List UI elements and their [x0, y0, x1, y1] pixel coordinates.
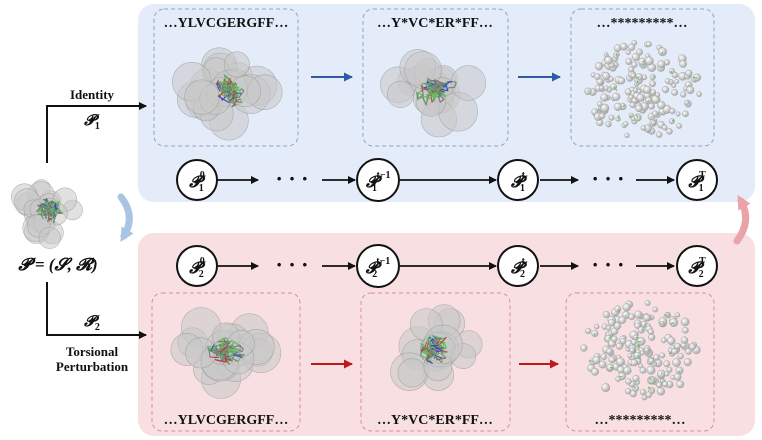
- bottom-box-2: [360, 292, 511, 432]
- identity-branch-line: [46, 102, 147, 163]
- svg-text:𝓟02: 𝓟02: [189, 256, 206, 280]
- protein-input: [11, 179, 83, 249]
- perturbation-branch-line: [46, 282, 147, 339]
- protein-top-1: [172, 47, 283, 141]
- bottom-chain-ellipsis-2: · · ·: [591, 252, 624, 277]
- identity-label: Identity: [70, 87, 115, 102]
- top-seq-3: …*********…: [597, 16, 688, 31]
- blue-curve-arrow: [117, 193, 134, 243]
- bottom-box-3: [565, 292, 715, 432]
- bottom-chain-ellipsis-1: · · ·: [275, 252, 308, 277]
- top-seq-1: …YLVCGERGFF…: [164, 16, 289, 31]
- top-seq-2: …Y*VC*ER*FF…: [377, 16, 493, 31]
- protein-top-3: [584, 40, 702, 139]
- top-box-1: [153, 8, 299, 147]
- input-formula: 𝓟 = (𝓢, 𝓡): [18, 255, 97, 274]
- perturbation-label-line1: Torsional: [66, 344, 119, 359]
- perturbation-label-line2: Perturbation: [56, 359, 129, 374]
- bottom-seq-2: …Y*VC*ER*FF…: [377, 413, 493, 428]
- protein-bottom-3: [580, 300, 701, 401]
- bottom-seq-1: …YLVCGERGFF…: [164, 413, 289, 428]
- top-box-2: [362, 8, 509, 147]
- top-chain-ellipsis-1: · · ·: [275, 166, 308, 191]
- svg-text:𝓟01: 𝓟01: [189, 170, 206, 194]
- red-curve-arrow: [733, 194, 751, 245]
- identity-variable: 𝓟1: [83, 113, 100, 132]
- svg-text:𝓟T2: 𝓟T2: [688, 256, 706, 280]
- svg-text:𝓟T1: 𝓟T1: [688, 170, 706, 194]
- top-chain-ellipsis-2: · · ·: [591, 166, 624, 191]
- bottom-seq-3: …*********…: [595, 413, 686, 428]
- svg-text:𝓟t1: 𝓟t1: [511, 170, 528, 194]
- protein-top-2: [380, 49, 487, 138]
- bottom-box-1: [151, 292, 301, 432]
- protein-bottom-1: [170, 307, 282, 399]
- svg-text:𝓟t2: 𝓟t2: [511, 256, 528, 280]
- top-box-3: [570, 8, 715, 147]
- protein-bottom-2: [390, 304, 483, 392]
- perturbation-variable: 𝓟2: [83, 314, 100, 333]
